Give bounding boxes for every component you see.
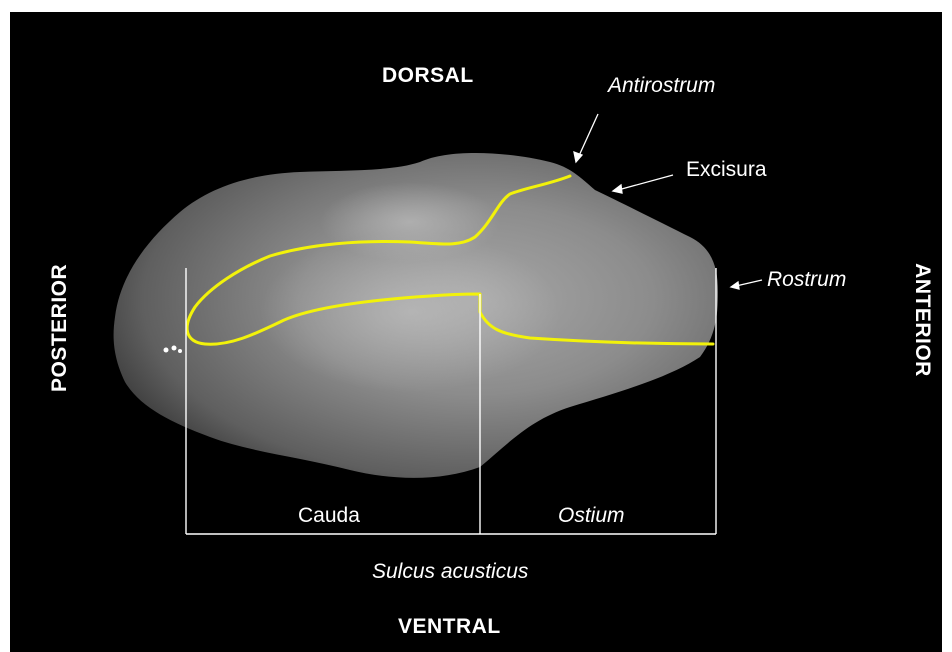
excisura-arrow-line bbox=[618, 175, 673, 190]
rostrum-arrow-line bbox=[736, 280, 762, 286]
posterior-label: POSTERIOR bbox=[48, 272, 72, 392]
posterior-speck bbox=[164, 348, 169, 353]
antirostrum-arrow-line bbox=[578, 114, 598, 158]
rostrum-arrowhead-icon bbox=[731, 282, 739, 289]
dorsal-label: DORSAL bbox=[382, 64, 474, 88]
otolith-figure bbox=[10, 12, 942, 652]
posterior-speck bbox=[178, 349, 182, 353]
sulcus-acusticus-label: Sulcus acusticus bbox=[372, 560, 528, 584]
cauda-label: Cauda bbox=[298, 504, 360, 528]
posterior-speck bbox=[172, 346, 177, 351]
excisura-arrowhead-icon bbox=[613, 185, 622, 193]
image-panel: DORSAL VENTRAL POSTERIOR ANTERIOR Antiro… bbox=[10, 12, 942, 652]
antirostrum-arrowhead-icon bbox=[574, 152, 582, 162]
anterior-label: ANTERIOR bbox=[910, 260, 934, 380]
antirostrum-label: Antirostrum bbox=[608, 74, 715, 98]
ostium-label: Ostium bbox=[558, 504, 625, 528]
excisura-label: Excisura bbox=[686, 158, 767, 182]
rostrum-label: Rostrum bbox=[767, 268, 846, 292]
otolith-highlight-dorsal bbox=[320, 182, 500, 262]
ventral-label: VENTRAL bbox=[398, 615, 501, 639]
